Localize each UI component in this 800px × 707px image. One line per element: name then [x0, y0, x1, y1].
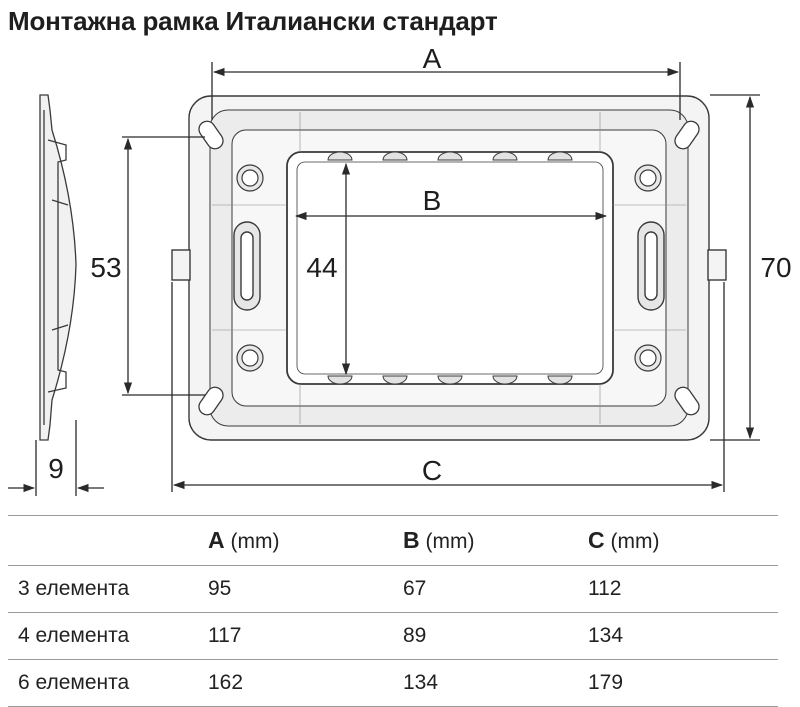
dim-label-9: 9 [48, 453, 64, 484]
table-header-cell [8, 516, 208, 566]
row-label: 4 елемента [18, 624, 130, 647]
table-header-row: A (mm) B (mm) C (mm) [8, 515, 778, 566]
table-row: 3 елемента 95 67 112 [8, 565, 778, 613]
dim-label-b: B [423, 185, 442, 216]
dimensions-table: A (mm) B (mm) C (mm) 3 елемента 95 67 11… [8, 515, 778, 707]
table-header-cell: C (mm) [588, 527, 660, 553]
value-c: 134 [588, 624, 624, 647]
dim-label-c: C [422, 455, 442, 486]
dimension-labels: A B C 70 53 44 9 [48, 43, 791, 486]
value-a: 162 [208, 671, 244, 694]
table-row: 6 елемента 162 134 179 [8, 659, 778, 707]
dim-label-a: A [423, 43, 442, 74]
page-title: Монтажна рамка Италиански стандарт [8, 6, 498, 36]
value-c: 179 [588, 671, 624, 694]
value-c: 112 [588, 577, 622, 600]
row-label: 3 елемента [18, 577, 130, 600]
value-b: 67 [403, 577, 427, 600]
side-profile-view [39, 94, 77, 441]
frame-front-view [171, 95, 727, 441]
dim-label-44: 44 [306, 252, 337, 283]
dim-label-53: 53 [90, 252, 121, 283]
value-a: 95 [208, 577, 232, 600]
value-b: 89 [403, 624, 427, 647]
value-a: 117 [208, 624, 242, 647]
value-b: 134 [403, 671, 439, 694]
table-header-cell: A (mm) [208, 527, 280, 553]
row-label: 6 елемента [18, 671, 130, 694]
frame-drawing: A B C 70 53 44 9 [8, 43, 792, 496]
dim-label-70: 70 [760, 252, 791, 283]
table-row: 4 елемента 117 89 134 [8, 612, 778, 660]
table-header-cell: B (mm) [403, 527, 475, 553]
dimension-lines [8, 62, 760, 496]
